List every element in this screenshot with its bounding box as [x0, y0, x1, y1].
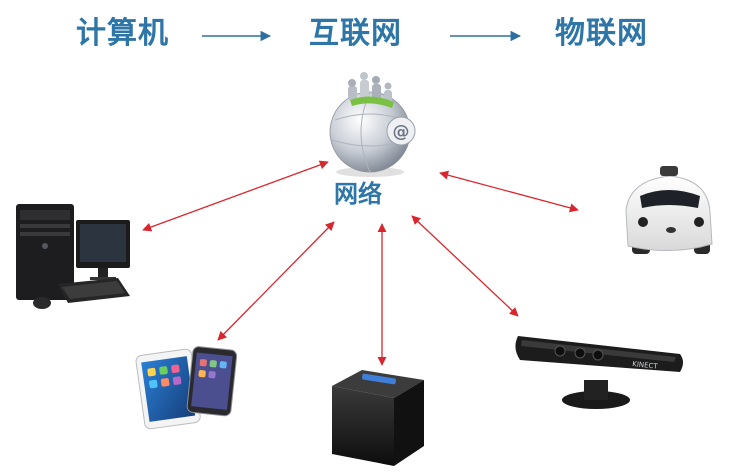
desktop-computer-icon	[16, 204, 130, 309]
connector-tablets	[217, 221, 335, 341]
heading-computer: 计算机	[76, 16, 169, 51]
tablet-icon	[135, 346, 238, 430]
connector-desktop	[142, 160, 329, 232]
storage-box-icon	[332, 370, 424, 466]
connector-car	[439, 170, 579, 213]
center-label-network: 网络	[334, 180, 382, 208]
heading-internet: 互联网	[309, 16, 402, 51]
svg-text:@: @	[393, 122, 410, 142]
kinect-sensor-icon: KINECT	[515, 336, 683, 409]
connector-kinect	[411, 215, 519, 317]
self-driving-car-icon	[625, 166, 713, 254]
heading-iot: 物联网	[555, 16, 648, 51]
kinect-brand-text: KINECT	[632, 360, 659, 371]
globe-network-icon: @	[329, 72, 416, 177]
